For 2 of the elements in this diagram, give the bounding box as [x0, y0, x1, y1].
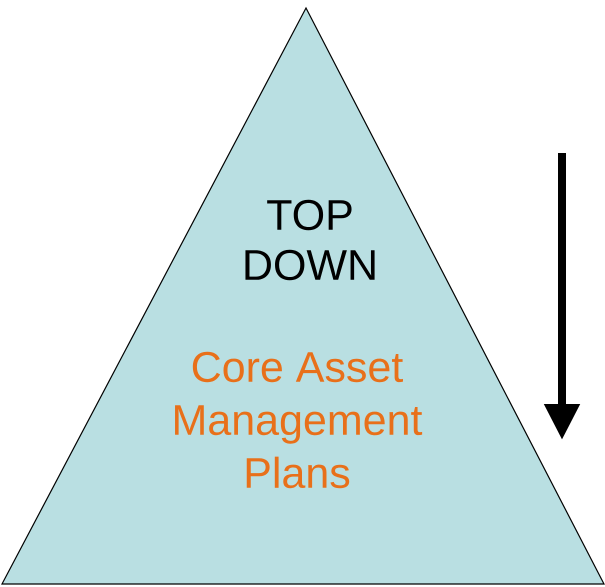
label-text: TOP DOWN: [245, 200, 375, 280]
label-text: Core Asset Management Plans: [175, 352, 422, 488]
